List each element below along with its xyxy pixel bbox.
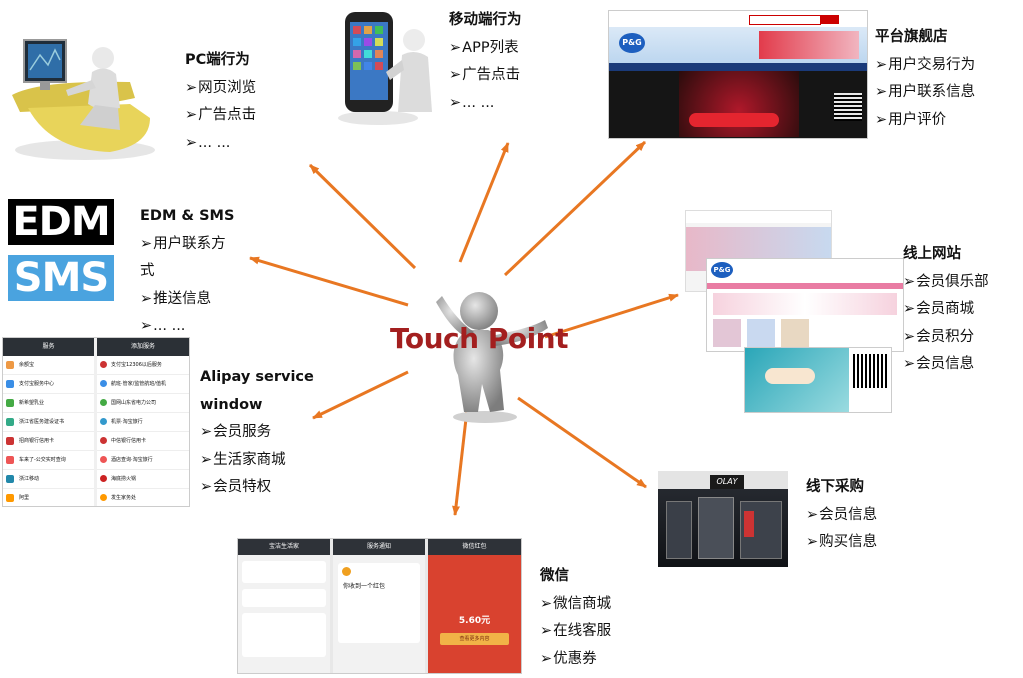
offline-item: 购买信息 [806,529,877,557]
wechat-item: 在线客服 [540,618,611,646]
pg-logo: P&G [711,262,733,278]
wechat-panel2-header: 服务通知 [333,539,425,555]
website-item: 会员积分 [903,324,989,352]
alipay-item: 会员特权 [200,474,314,502]
node-offline: 线下采购 会员信息 购买信息 [806,474,877,557]
alipay-left-list: 余额宝 支付宝服务中心 新希望乳业 浙江省医务建设证书 招商银行信用卡 车来了-… [3,356,94,506]
edm-logo: EDM [8,199,114,245]
mobile-item: ... ... [449,90,522,118]
list-item[interactable]: 海底捞火锅 [97,470,189,489]
arrow-to-offline [517,396,647,489]
edm-item: ... ... [140,313,234,341]
node-mobile: 移动端行为 APP列表 广告点击 ... ... [449,7,522,117]
list-item[interactable]: 浙江省医务建设证书 [3,413,94,432]
offline-title: 线下采购 [806,479,864,495]
flagship-item: 用户交易行为 [875,52,975,80]
website-item: 会员俱乐部 [903,269,989,297]
edm-item: 推送信息 [140,286,234,314]
flagship-store-screenshot: P&G [608,10,868,139]
website-title: 线上网站 [903,246,961,262]
node-alipay: Alipay service window 会员服务 生活家商城 会员特权 [200,364,314,502]
list-item[interactable]: 发生家务处 [97,489,189,506]
list-item[interactable]: 支付宝12306以后服务 [97,356,189,375]
node-wechat: 微信 微信商城 在线客服 优惠券 [540,563,611,673]
pc-item: ... ... [185,130,256,158]
wechat-redpacket-amount: 5.60元 [458,616,491,626]
pc-item: 网页浏览 [185,75,256,103]
wechat-redpacket-button[interactable]: 查看更多内容 [440,633,509,645]
alipay-right-header: 添加服务 [97,338,189,356]
node-website: 线上网站 会员俱乐部 会员商城 会员积分 会员信息 [903,241,989,379]
alipay-title-line2: window [200,396,263,413]
sms-logo: SMS [8,255,114,301]
list-item[interactable]: 新希望乳业 [3,394,94,413]
offline-item: 会员信息 [806,502,877,530]
website-screenshot-front [744,347,892,413]
node-flagship: 平台旗舰店 用户交易行为 用户联系信息 用户评价 [875,24,975,134]
center-label: Touch Point [390,322,569,355]
wechat-card-title: 你收到一个红包 [343,583,386,590]
flagship-title: 平台旗舰店 [875,29,948,45]
website-item: 会员信息 [903,351,989,379]
list-item[interactable]: 阿里 [3,489,94,506]
arrow-to-pc [308,163,417,270]
alipay-left-header: 服务 [3,338,94,356]
list-item[interactable]: 酒店查询·淘宝旅行 [97,451,189,470]
wechat-panel3-header: 微信红包 [428,539,521,555]
node-pc: PC端行为 网页浏览 广告点击 ... ... [185,47,256,157]
flagship-item: 用户评价 [875,107,975,135]
arrow-to-website [544,293,679,339]
list-item[interactable]: 支付宝服务中心 [3,375,94,394]
wechat-item: 优惠券 [540,646,611,674]
list-item[interactable]: 余额宝 [3,356,94,375]
website-item: 会员商城 [903,296,989,324]
list-item[interactable]: 浙江移动 [3,470,94,489]
node-edm: EDM & SMS 用户联系方 式 推送信息 ... ... [140,203,234,341]
list-item[interactable]: 国网山东省电力公司 [97,394,189,413]
arrow-to-wechat [452,409,469,516]
mobile-title: 移动端行为 [449,12,522,28]
flagship-item: 用户联系信息 [875,79,975,107]
edm-item: 用户联系方 [140,231,234,259]
pc-item: 广告点击 [185,102,256,130]
list-item[interactable]: 招商银行信用卡 [3,432,94,451]
pg-logo: P&G [619,33,645,53]
arrow-to-edm [249,256,409,307]
list-item[interactable]: 中信银行信用卡 [97,432,189,451]
mobile-item: APP列表 [449,35,522,63]
alipay-service-screenshot: 服务 余额宝 支付宝服务中心 新希望乳业 浙江省医务建设证书 招商银行信用卡 车… [2,337,190,507]
arrow-to-flagship [503,140,647,277]
alipay-title-line1: Alipay service [200,369,314,385]
list-item[interactable]: 机票·淘宝旅行 [97,413,189,432]
edm-title: EDM & SMS [140,208,235,224]
edm-item-wrap: 式 [140,263,155,279]
alipay-item: 会员服务 [200,419,314,447]
olay-sign: OLAY [710,475,744,489]
wechat-panel1-header: 宝洁生活家 [238,539,330,555]
alipay-item: 生活家商城 [200,447,314,475]
wechat-item: 微信商城 [540,591,611,619]
mobile-item: 广告点击 [449,62,522,90]
wechat-screenshot: 宝洁生活家 服务通知 你收到一个红包 微信红包 5.60元 查看更多内容 [237,538,522,674]
arrow-to-mobile [458,142,510,263]
list-item[interactable]: 航班·管家/监管航班/值机 [97,375,189,394]
alipay-right-list: 支付宝12306以后服务 航班·管家/监管航班/值机 国网山东省电力公司 机票·… [97,356,189,506]
pc-title: PC端行为 [185,52,250,68]
website-screenshot-middle: P&G [706,258,904,352]
offline-store-photo: OLAY [658,471,788,567]
list-item[interactable]: 车来了-公交实时查询 [3,451,94,470]
arrow-to-alipay [312,370,409,420]
wechat-title: 微信 [540,568,569,584]
